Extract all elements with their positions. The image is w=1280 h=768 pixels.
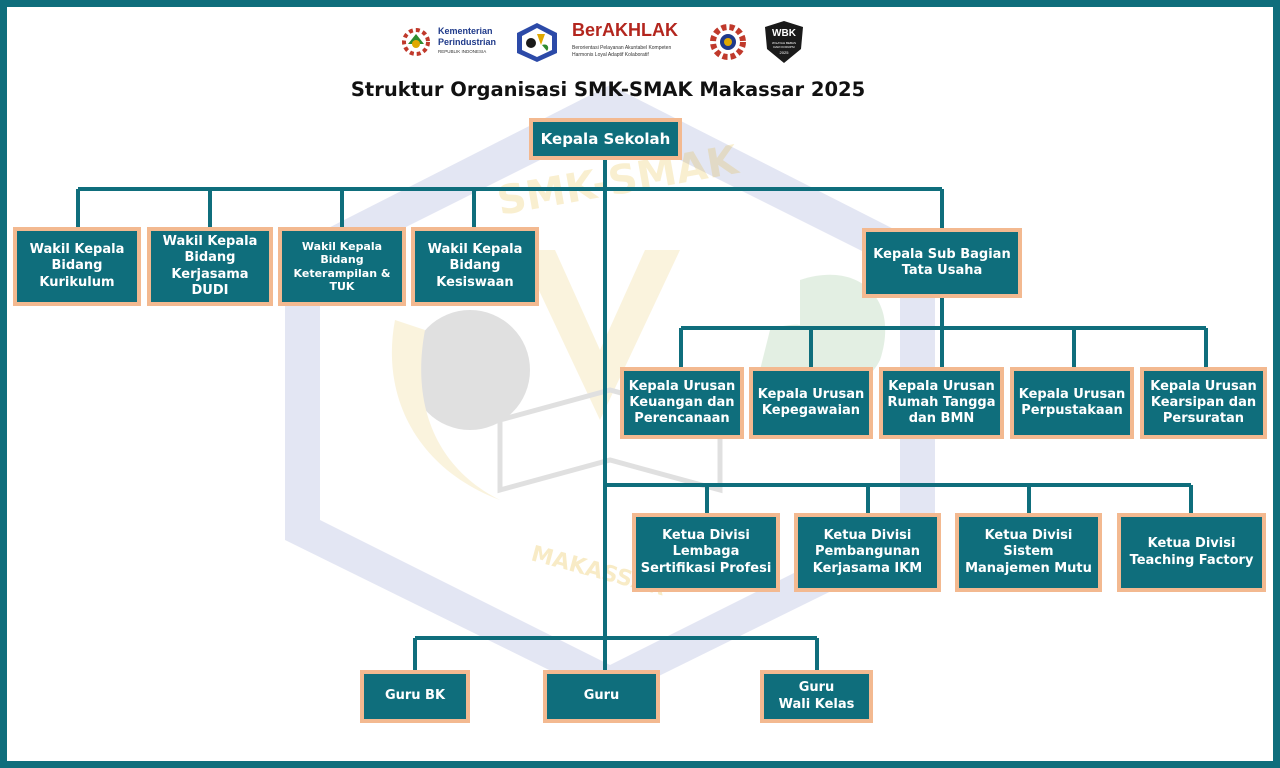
- node-wakil-dudi: Wakil Kepala Bidang Kerjasama DUDI: [147, 227, 273, 306]
- node-divisi-lsp: Ketua Divisi Lembaga Sertifikasi Profesi: [632, 513, 780, 592]
- logo-strip: Kementerian Perindustrian REPUBLIK INDON…: [400, 18, 820, 66]
- node-kepala-sekolah: Kepala Sekolah: [529, 118, 682, 160]
- node-divisi-smm: Ketua Divisi Sistem Manajemen Mutu: [955, 513, 1102, 592]
- wbk-logo: WBK WILAYAH BEBAS DARI KORUPSI 2025: [762, 19, 806, 65]
- node-wakil-keterampilan-tuk: Wakil Kepala Bidang Keterampilan & TUK: [278, 227, 406, 306]
- node-guru-bk: Guru BK: [360, 670, 470, 723]
- gear-badge-logo: [708, 22, 748, 62]
- kemenperin-line3: REPUBLIK INDONESIA: [438, 49, 487, 54]
- node-urusan-keuangan: Kepala Urusan Keuangan dan Perencanaan: [620, 367, 744, 439]
- shield-icon: [765, 21, 803, 63]
- node-divisi-ikm: Ketua Divisi Pembangunan Kerjasama IKM: [794, 513, 941, 592]
- wbk-year: 2025: [779, 50, 789, 55]
- node-guru: Guru: [543, 670, 660, 723]
- wbk-small: WILAYAH BEBAS DARI KORUPSI: [772, 41, 796, 49]
- school-emblem-logo: [514, 21, 560, 63]
- berakhlak-tag1: Berorientasi Pelayanan Akuntabel Kompete…: [572, 45, 672, 51]
- node-kasubag-tata-usaha: Kepala Sub Bagian Tata Usaha: [862, 228, 1022, 298]
- node-urusan-rumah-tangga: Kepala Urusan Rumah Tangga dan BMN: [879, 367, 1004, 439]
- kemenperin-line2: Perindustrian: [438, 37, 497, 47]
- berakhlak-tag2: Harmonis Loyal Adaptif Kolaboratif: [572, 52, 649, 58]
- kemenperin-logo: Kementerian Perindustrian REPUBLIK INDON…: [400, 26, 510, 58]
- node-guru-wali-kelas: Guru Wali Kelas: [760, 670, 873, 723]
- node-urusan-perpustakaan: Kepala Urusan Perpustakaan: [1010, 367, 1134, 439]
- node-divisi-tefa: Ketua Divisi Teaching Factory: [1117, 513, 1266, 592]
- node-urusan-kepegawaian: Kepala Urusan Kepegawaian: [749, 367, 873, 439]
- gear-icon: [402, 28, 430, 56]
- kemenperin-line1: Kementerian: [438, 26, 493, 36]
- wbk-label: WBK: [772, 28, 796, 39]
- node-wakil-kurikulum: Wakil Kepala Bidang Kurikulum: [13, 227, 141, 306]
- page-title: Struktur Organisasi SMK-SMAK Makassar 20…: [350, 78, 866, 101]
- node-urusan-kearsipan: Kepala Urusan Kearsipan dan Persuratan: [1140, 367, 1267, 439]
- node-wakil-kesiswaan: Wakil Kepala Bidang Kesiswaan: [411, 227, 539, 306]
- berakhlak-name: BerAKHLAK: [572, 20, 679, 40]
- berakhlak-logo: BerAKHLAK Berorientasi Pelayanan Akuntab…: [572, 20, 702, 64]
